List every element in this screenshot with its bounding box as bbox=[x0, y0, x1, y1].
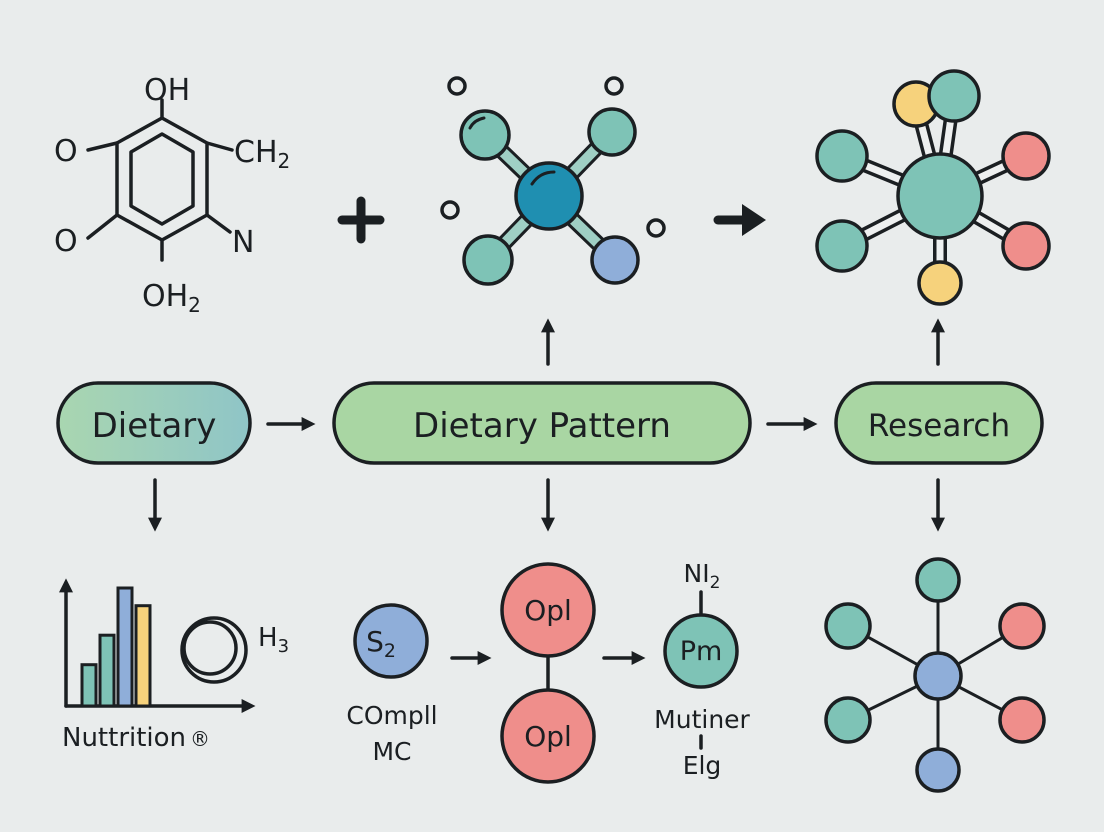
small-dot bbox=[604, 76, 624, 96]
net-atom-left-bottom bbox=[815, 219, 869, 273]
label-oh: OH bbox=[144, 73, 190, 108]
star-node-left-bottom bbox=[824, 696, 872, 744]
label-ni2: NI2 bbox=[684, 559, 721, 593]
pill-research: Research bbox=[834, 381, 1044, 465]
bond-o-bottom bbox=[86, 213, 119, 240]
bond-n bbox=[205, 213, 232, 234]
star-node-right-bottom bbox=[998, 696, 1046, 744]
label-opl-bottom: Opl bbox=[524, 720, 572, 753]
node-pm bbox=[663, 613, 739, 689]
star-network bbox=[824, 557, 1046, 793]
label-pm: Pm bbox=[680, 636, 723, 667]
label-s2: S2 bbox=[366, 625, 396, 662]
atom-bottom-right bbox=[590, 235, 640, 285]
nutrition-chart-icon: H3 Nuttrition® bbox=[59, 578, 289, 753]
hexagon-inner-ring bbox=[129, 132, 195, 226]
chart-bar bbox=[98, 633, 116, 708]
bond-o-top bbox=[86, 141, 119, 152]
label-h3: H3 bbox=[258, 623, 289, 657]
chart-bar bbox=[134, 604, 152, 708]
star-node-right-top bbox=[998, 602, 1046, 650]
label-opl-top: Opl bbox=[524, 594, 572, 627]
net-atom-left-top bbox=[815, 129, 869, 183]
label-oh2: OH2 bbox=[142, 279, 201, 317]
atom-bottom-left bbox=[462, 234, 514, 286]
cross-molecule bbox=[440, 76, 666, 286]
ring-icon bbox=[180, 616, 248, 684]
pill-dietary: Dietary bbox=[56, 381, 252, 465]
arrow-right-icon bbox=[713, 204, 766, 236]
star-node-center bbox=[913, 651, 963, 701]
atom-center bbox=[514, 161, 584, 231]
label-mc: MC bbox=[372, 737, 411, 766]
ring-icon bbox=[182, 620, 238, 676]
net-atom-right-bottom bbox=[1001, 221, 1051, 271]
network-molecule bbox=[815, 69, 1051, 306]
bond-ch2 bbox=[205, 141, 234, 152]
small-dot bbox=[440, 200, 460, 220]
label-mutiner: Mutiner bbox=[654, 705, 750, 734]
label-nutrition: Nuttrition® bbox=[62, 723, 210, 753]
net-atom-center bbox=[896, 152, 984, 240]
svg-text:Dietary Pattern: Dietary Pattern bbox=[413, 406, 671, 446]
label-o-top: O bbox=[54, 134, 78, 169]
label-n: N bbox=[232, 225, 254, 260]
net-atom-yellow-bottom bbox=[917, 260, 963, 306]
small-dot bbox=[646, 218, 666, 238]
pathway: S2 COmpll MC Opl Opl NI2 Pm Mutiner Elg bbox=[346, 559, 751, 784]
label-o-bottom: O bbox=[54, 224, 78, 259]
label-ch2: CH2 bbox=[234, 135, 290, 173]
benzene-molecule: OH CH2 N OH2 O O bbox=[54, 73, 290, 317]
star-node-left-top bbox=[824, 602, 872, 650]
pill-dietary-pattern: Dietary Pattern bbox=[332, 381, 752, 465]
node-opl-top bbox=[500, 562, 596, 658]
small-dot bbox=[447, 76, 467, 96]
net-atom-right-top bbox=[1001, 131, 1051, 181]
star-node-top bbox=[915, 557, 961, 603]
chart-bars bbox=[80, 586, 152, 708]
label-compll: COmpll bbox=[346, 701, 437, 730]
chart-bar bbox=[80, 663, 98, 708]
net-atom-teal-top bbox=[927, 69, 981, 123]
plus-icon bbox=[337, 196, 385, 244]
node-s2 bbox=[353, 603, 429, 679]
svg-text:Dietary: Dietary bbox=[92, 406, 217, 446]
star-node-bottom bbox=[915, 747, 961, 793]
atom-top-right bbox=[587, 107, 637, 157]
svg-text:Research: Research bbox=[868, 408, 1010, 444]
chart-bar bbox=[116, 586, 134, 708]
node-opl-bottom bbox=[500, 688, 596, 784]
label-elg: Elg bbox=[683, 751, 722, 780]
